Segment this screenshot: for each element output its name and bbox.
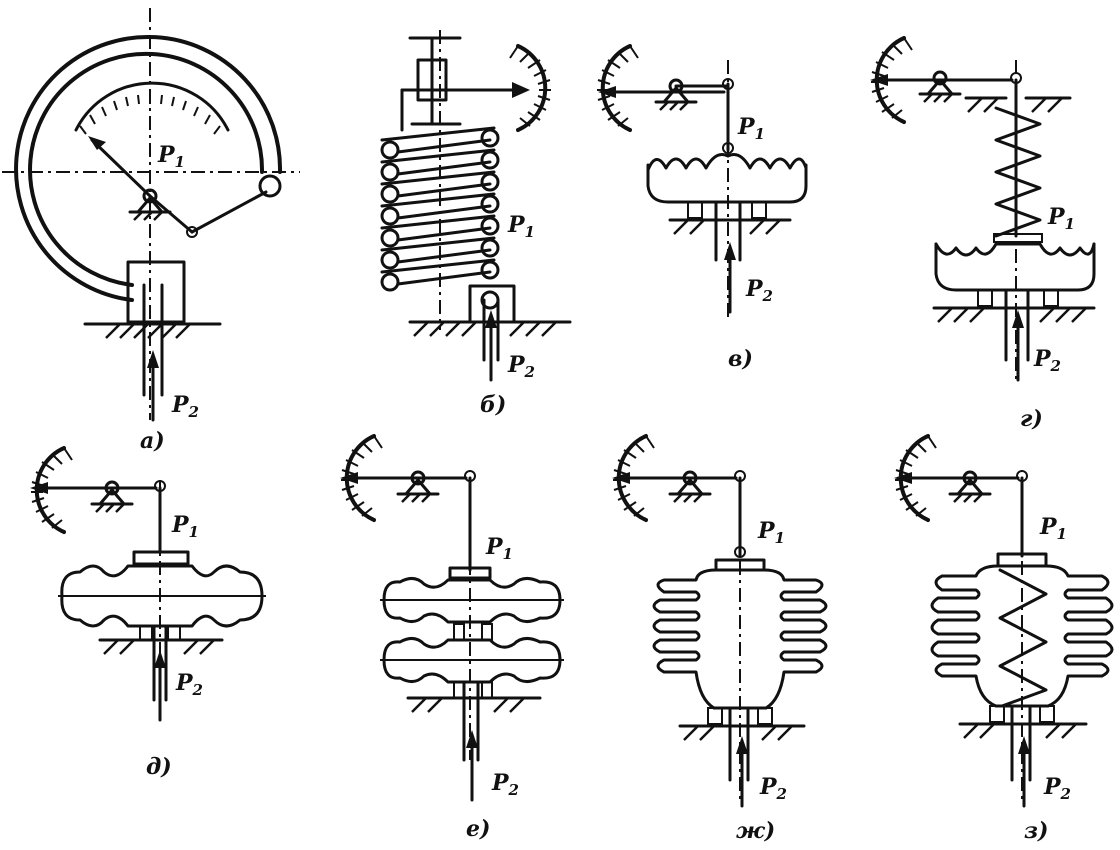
svg-text:P1: P1	[157, 142, 185, 171]
caption-g: г)	[1020, 406, 1043, 432]
svg-text:P2: P2	[1033, 346, 1061, 375]
svg-text:P1: P1	[1039, 514, 1067, 543]
svg-text:P2: P2	[491, 770, 519, 799]
svg-text:P1: P1	[737, 114, 765, 143]
caption-zh: ж)	[736, 818, 775, 844]
figure-a: P1 P2 а)	[2, 8, 300, 454]
svg-text:P1: P1	[171, 512, 199, 541]
svg-text:P2: P2	[175, 670, 203, 699]
caption-v: в)	[728, 346, 753, 372]
figure-zh: P1 P2 ж)	[611, 434, 828, 844]
svg-text:P2: P2	[745, 276, 773, 305]
svg-text:P1: P1	[757, 518, 785, 547]
svg-text:P2: P2	[1043, 774, 1071, 803]
svg-text:P1: P1	[1047, 204, 1075, 233]
figure-e: P1 P2 е)	[339, 434, 564, 842]
caption-e: е)	[466, 816, 490, 842]
svg-text:P2: P2	[759, 774, 787, 803]
svg-text:P1: P1	[507, 212, 535, 241]
figure-v: P1 P2 в)	[595, 44, 808, 372]
figure-g: P1 P2 г)	[869, 36, 1096, 432]
caption-a: а)	[140, 428, 165, 454]
svg-text:P2: P2	[507, 352, 535, 381]
figure-b: P1 P2 б)	[380, 30, 572, 418]
svg-text:P2: P2	[171, 392, 199, 421]
svg-text:P1: P1	[485, 534, 513, 563]
caption-z: з)	[1024, 818, 1048, 844]
caption-b: б)	[480, 392, 506, 418]
caption-d: д)	[146, 754, 172, 780]
figure-d: P1 P2 д)	[29, 446, 266, 780]
figure-z: P1 P2 з)	[893, 434, 1114, 844]
